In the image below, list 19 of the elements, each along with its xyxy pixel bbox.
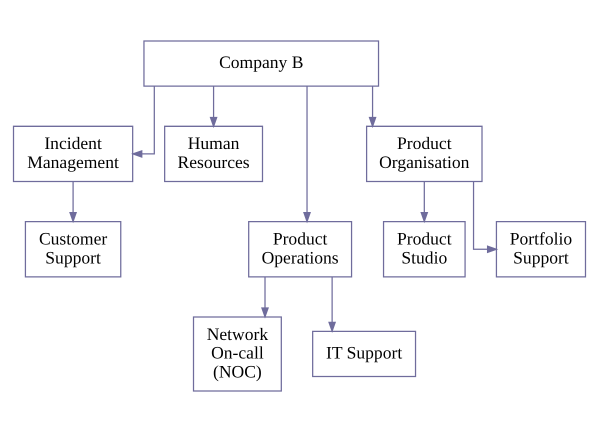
node-box: Incident Management xyxy=(12,126,134,182)
node-box: Product Operations xyxy=(248,221,352,278)
arrow xyxy=(261,277,269,319)
node-box: IT Support xyxy=(312,330,416,378)
node-box: Network On-call (NOC) xyxy=(192,316,282,392)
arrow xyxy=(303,86,311,224)
arrow xyxy=(368,86,377,128)
node-box: Human Resources xyxy=(164,126,264,182)
arrow xyxy=(328,277,336,334)
arrow xyxy=(210,86,218,128)
arrow xyxy=(472,182,498,254)
arrow xyxy=(420,182,428,224)
node-box: Product Organisation xyxy=(366,126,483,182)
node-box: Company B xyxy=(143,40,380,87)
node-box: Portfolio Support xyxy=(496,221,586,278)
node-box: Product Studio xyxy=(382,221,466,278)
arrow xyxy=(131,86,155,158)
node-box: Customer Support xyxy=(24,221,122,278)
arrow xyxy=(69,182,78,224)
